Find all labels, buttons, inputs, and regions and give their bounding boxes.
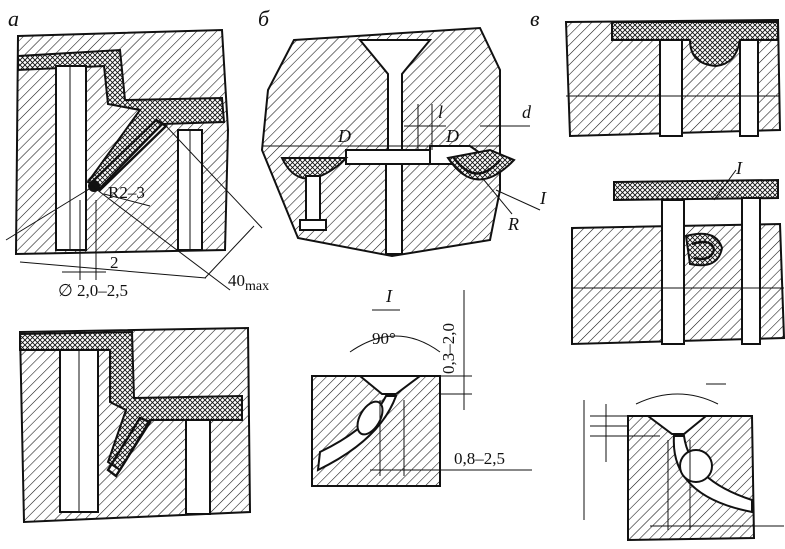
- detail-b-width: 0,8–2,5: [454, 449, 505, 468]
- part-v-bottom: [613, 178, 779, 202]
- guide-pin-lower: [185, 419, 211, 515]
- label-D-right: D: [445, 126, 459, 146]
- molded-part: [17, 48, 226, 190]
- screw-b: [305, 175, 321, 221]
- submarine-gate-lower: [106, 416, 152, 478]
- label-D-left: D: [337, 126, 351, 146]
- panel-a: а R2–3 2 ∅ 2,0–2,5 40max: [5, 6, 269, 300]
- diameter-dimension: ∅ 2,0–2,5: [58, 281, 128, 300]
- ejector-v: [661, 199, 685, 345]
- panel-v: в I: [530, 6, 785, 346]
- cavity-right: [446, 148, 516, 181]
- panel-b: б l D D d R I: [258, 6, 547, 258]
- detail-b-angle: 90°: [372, 329, 396, 348]
- ejector-b: [385, 163, 403, 255]
- panel-a-variant: [18, 326, 252, 524]
- panel-b-letter: б: [258, 6, 270, 31]
- label-R: R: [507, 214, 519, 234]
- detail-b: I 90° 0,3–2,0 0,8–2,5: [311, 286, 532, 487]
- gate-v: [684, 232, 724, 267]
- detail-v: [583, 383, 784, 542]
- radius-label: R2–3: [108, 183, 145, 202]
- panel-v-letter: в: [530, 6, 540, 31]
- ejector-pin: [55, 65, 87, 251]
- detail-b-title: I: [385, 286, 393, 306]
- detail-b-gate: [357, 375, 423, 395]
- gap-dimension: 2: [110, 253, 119, 272]
- label-I-v: I: [735, 158, 743, 178]
- mold-b: [260, 26, 501, 258]
- detail-v-gate: [645, 415, 709, 435]
- detail-b-depth: 0,3–2,0: [439, 323, 458, 374]
- panel-a-letter: а: [8, 6, 19, 31]
- label-d: d: [522, 102, 532, 122]
- length-dimension: 40max: [228, 271, 269, 294]
- label-l: l: [438, 102, 443, 122]
- label-I-b: I: [539, 188, 547, 208]
